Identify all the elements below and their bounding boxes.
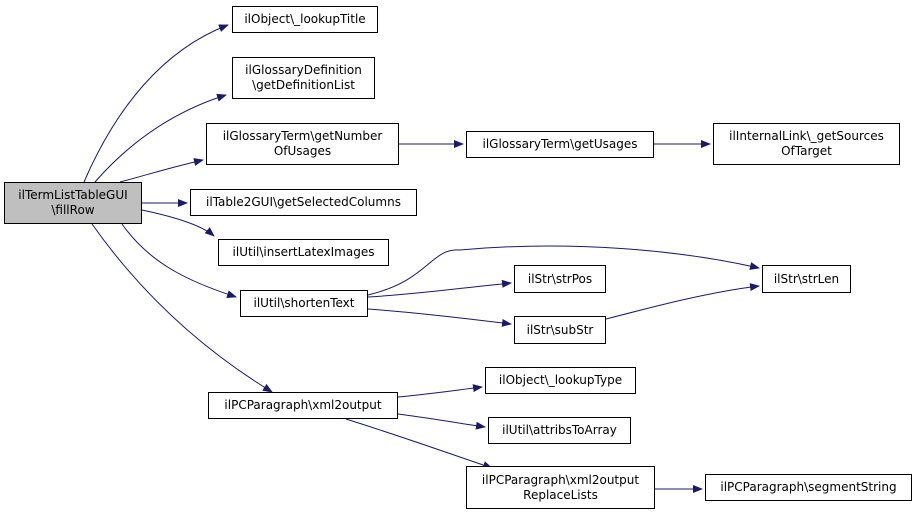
edge-shortenText-to-subStr <box>367 308 512 327</box>
edge-xml2output-to-attribsToArray <box>397 413 486 430</box>
node-root: ilTermListTableGUI \fillRow <box>4 182 142 224</box>
node-get-selected-columns[interactable]: ilTable2GUI\getSelectedColumns <box>190 189 417 216</box>
node-str-len[interactable]: ilStr\strLen <box>762 265 851 293</box>
node-str-pos[interactable]: ilStr\strPos <box>514 265 606 293</box>
edge-root-to-insertLatexImages <box>141 209 215 237</box>
node-shorten-text[interactable]: ilUtil\shortenText <box>240 290 368 317</box>
node-xml2output-replace-lists[interactable]: ilPCParagraph\xml2output ReplaceLists <box>466 466 655 509</box>
node-get-usages[interactable]: ilGlossaryTerm\getUsages <box>466 131 654 158</box>
edge-shortenText-to-strLen <box>367 245 760 296</box>
edge-xml2output-to-lookupType <box>397 384 483 398</box>
node-lookup-title[interactable]: ilObject\_lookupTitle <box>232 6 378 33</box>
edge-root-to-lookupTitle <box>83 24 229 183</box>
node-get-number-of-usages[interactable]: ilGlossaryTerm\getNumber OfUsages <box>206 123 399 165</box>
edge-shortenText-to-strPos <box>367 279 512 298</box>
node-xml2output[interactable]: ilPCParagraph\xml2output <box>208 392 398 419</box>
node-insert-latex-images[interactable]: ilUtil\insertLatexImages <box>218 239 389 266</box>
edge-xml2output-to-xml2outputReplaceLists <box>345 418 493 469</box>
node-attribs-to-array[interactable]: ilUtil\attribsToArray <box>488 417 631 444</box>
node-sub-str[interactable]: ilStr\subStr <box>514 316 606 344</box>
node-segment-string[interactable]: ilPCParagraph\segmentString <box>705 474 912 501</box>
edge-root-to-getDefinitionList <box>94 93 227 183</box>
node-get-definition-list[interactable]: ilGlossaryDefinition \getDefinitionList <box>232 57 375 99</box>
node-get-sources-of-target[interactable]: ilInternalLink\_getSources OfTarget <box>713 123 900 165</box>
edge-subStr-to-strLen <box>605 283 760 320</box>
edge-root-to-shortenText <box>121 223 237 299</box>
edge-root-to-getNumberOfUsages <box>119 158 204 183</box>
edge-root-to-xml2output <box>91 223 273 393</box>
node-lookup-type[interactable]: ilObject\_lookupType <box>485 367 636 394</box>
